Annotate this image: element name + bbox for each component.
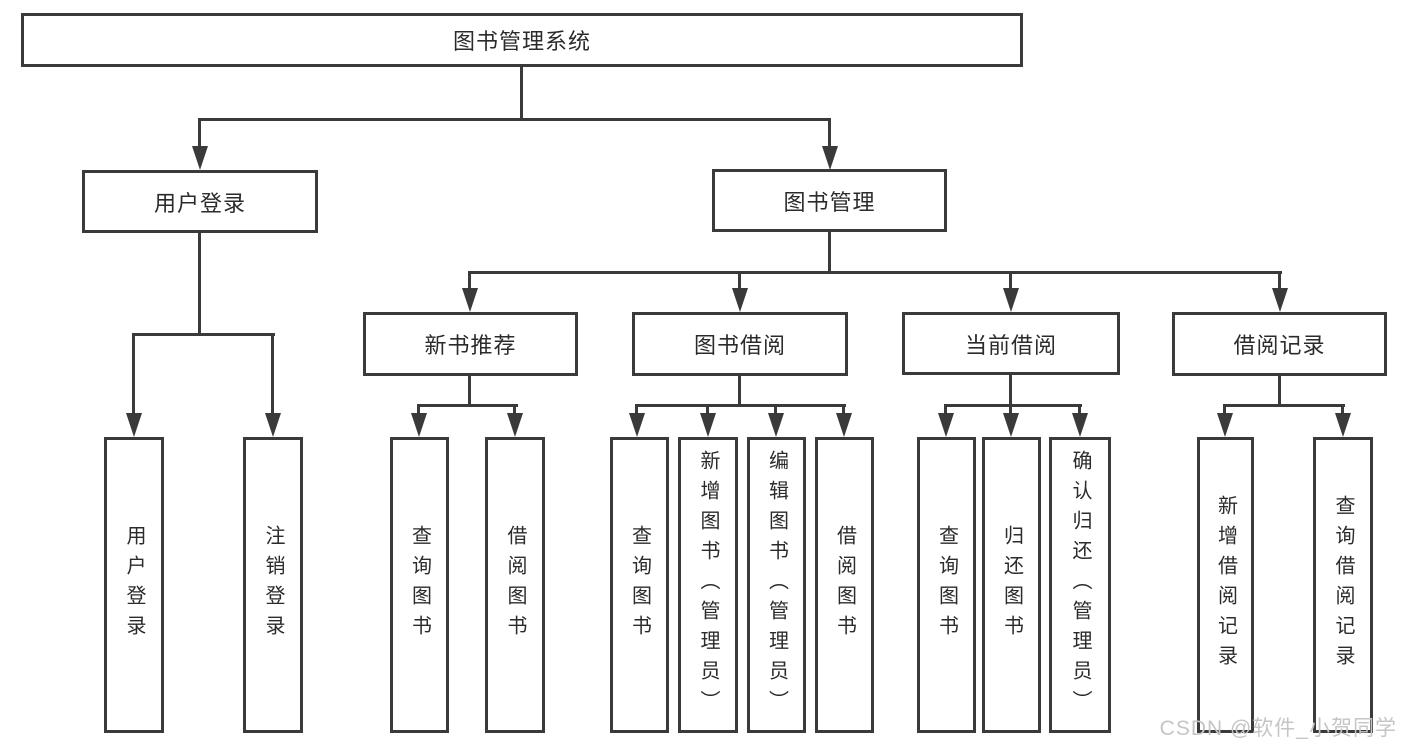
connector-drop	[1341, 404, 1344, 415]
connector-drop	[198, 118, 201, 147]
connector-drop	[944, 404, 947, 415]
node-bb-borrow-books-label: 借阅图书	[833, 525, 856, 645]
node-br-query-record-label: 查询借阅记录	[1332, 495, 1354, 675]
arrowhead-down-icon	[836, 413, 852, 437]
node-bb-edit-books-admin-label: 编辑图书（管理员）	[765, 450, 788, 720]
node-bb-query-books: 查询图书	[610, 437, 669, 733]
arrowhead-down-icon	[1003, 413, 1019, 437]
connector-drop	[635, 404, 638, 415]
node-bb-query-books-label: 查询图书	[628, 525, 651, 645]
connector-stem	[1278, 375, 1281, 407]
arrowhead-down-icon	[462, 288, 478, 312]
arrowhead-down-icon	[1003, 288, 1019, 312]
connector-drop	[271, 333, 274, 415]
arrowhead-down-icon	[1335, 413, 1351, 437]
connector-drop	[842, 404, 845, 415]
connector-bar	[198, 118, 831, 121]
node-cb-confirm-return-admin: 确认归还（管理员）	[1049, 437, 1111, 733]
arrowhead-down-icon	[265, 413, 281, 437]
watermark: CSDN @软件_小贺同学	[1159, 717, 1397, 740]
node-root-label: 图书管理系统	[452, 29, 591, 54]
arrowhead-down-icon	[629, 413, 645, 437]
connector-bar	[636, 404, 846, 407]
node-bb-add-books-admin-label: 新增图书（管理员）	[697, 450, 719, 720]
connector-stem	[468, 376, 471, 407]
node-borrowing-records-label: 借阅记录	[1233, 333, 1326, 358]
node-nbr-query-books-label: 查询图书	[408, 525, 431, 645]
connector-drop	[1009, 271, 1012, 291]
connector-stem	[520, 67, 523, 121]
arrowhead-down-icon	[192, 146, 208, 170]
arrowhead-down-icon	[1072, 413, 1088, 437]
node-nbr-query-books: 查询图书	[390, 437, 449, 733]
arrowhead-down-icon	[822, 146, 838, 170]
node-cb-return-books-label: 归还图书	[1000, 525, 1023, 645]
node-leaf-logout-label: 注销登录	[262, 525, 284, 645]
node-cb-return-books: 归还图书	[982, 437, 1041, 733]
arrowhead-down-icon	[732, 288, 748, 312]
node-user-login: 用户登录	[82, 170, 318, 233]
node-bb-edit-books-admin: 编辑图书（管理员）	[747, 437, 806, 733]
node-new-book-recommend: 新书推荐	[363, 312, 578, 376]
connector-drop	[1223, 404, 1226, 415]
connector-drop	[774, 404, 777, 415]
arrowhead-down-icon	[126, 413, 142, 437]
connector-drop	[417, 404, 420, 415]
connector-stem	[738, 376, 741, 407]
connector-bar	[133, 333, 275, 336]
arrowhead-down-icon	[1272, 288, 1288, 312]
node-leaf-logout: 注销登录	[243, 437, 303, 733]
node-br-add-record: 新增借阅记录	[1197, 437, 1254, 733]
node-leaf-user-login: 用户登录	[104, 437, 164, 733]
node-book-borrowing-label: 图书借阅	[693, 333, 786, 358]
node-cb-confirm-return-admin-label: 确认归还（管理员）	[1069, 450, 1091, 720]
node-borrowing-records: 借阅记录	[1172, 312, 1387, 376]
connector-stem	[198, 233, 201, 336]
node-cb-query-books-label: 查询图书	[935, 525, 958, 645]
connector-drop	[828, 118, 831, 147]
connector-bar	[945, 404, 1082, 407]
connector-bar	[418, 404, 518, 407]
arrowhead-down-icon	[1217, 413, 1233, 437]
node-book-management: 图书管理	[712, 169, 947, 232]
node-current-borrowing: 当前借阅	[902, 312, 1120, 375]
connector-drop	[468, 271, 471, 291]
node-new-book-recommend-label: 新书推荐	[424, 333, 517, 358]
connector-drop	[738, 271, 741, 291]
arrowhead-down-icon	[411, 413, 427, 437]
connector-bar	[1224, 404, 1345, 407]
node-nbr-borrow-books-label: 借阅图书	[504, 525, 526, 645]
connector-drop	[1078, 404, 1081, 415]
arrowhead-down-icon	[938, 413, 954, 437]
node-current-borrowing-label: 当前借阅	[964, 332, 1057, 358]
node-br-query-record: 查询借阅记录	[1313, 437, 1373, 733]
connector-stem	[828, 232, 831, 274]
node-user-login-label: 用户登录	[153, 190, 246, 216]
arrowhead-down-icon	[768, 413, 784, 437]
connector-drop	[1278, 271, 1281, 291]
node-root: 图书管理系统	[21, 13, 1023, 67]
connector-drop	[132, 333, 135, 415]
connector-stem	[1009, 374, 1012, 407]
node-book-management-label: 图书管理	[783, 189, 876, 215]
arrowhead-down-icon	[700, 413, 716, 437]
node-book-borrowing: 图书借阅	[632, 312, 848, 376]
connector-bar	[469, 271, 1282, 274]
connector-drop	[513, 404, 516, 415]
node-nbr-borrow-books: 借阅图书	[485, 437, 545, 733]
node-br-add-record-label: 新增借阅记录	[1214, 495, 1237, 675]
node-cb-query-books: 查询图书	[917, 437, 976, 733]
arrowhead-down-icon	[507, 413, 523, 437]
connector-drop	[706, 404, 709, 415]
node-leaf-user-login-label: 用户登录	[123, 525, 145, 645]
connector-drop	[1009, 404, 1012, 415]
node-bb-add-books-admin: 新增图书（管理员）	[678, 437, 738, 733]
node-bb-borrow-books: 借阅图书	[815, 437, 874, 733]
